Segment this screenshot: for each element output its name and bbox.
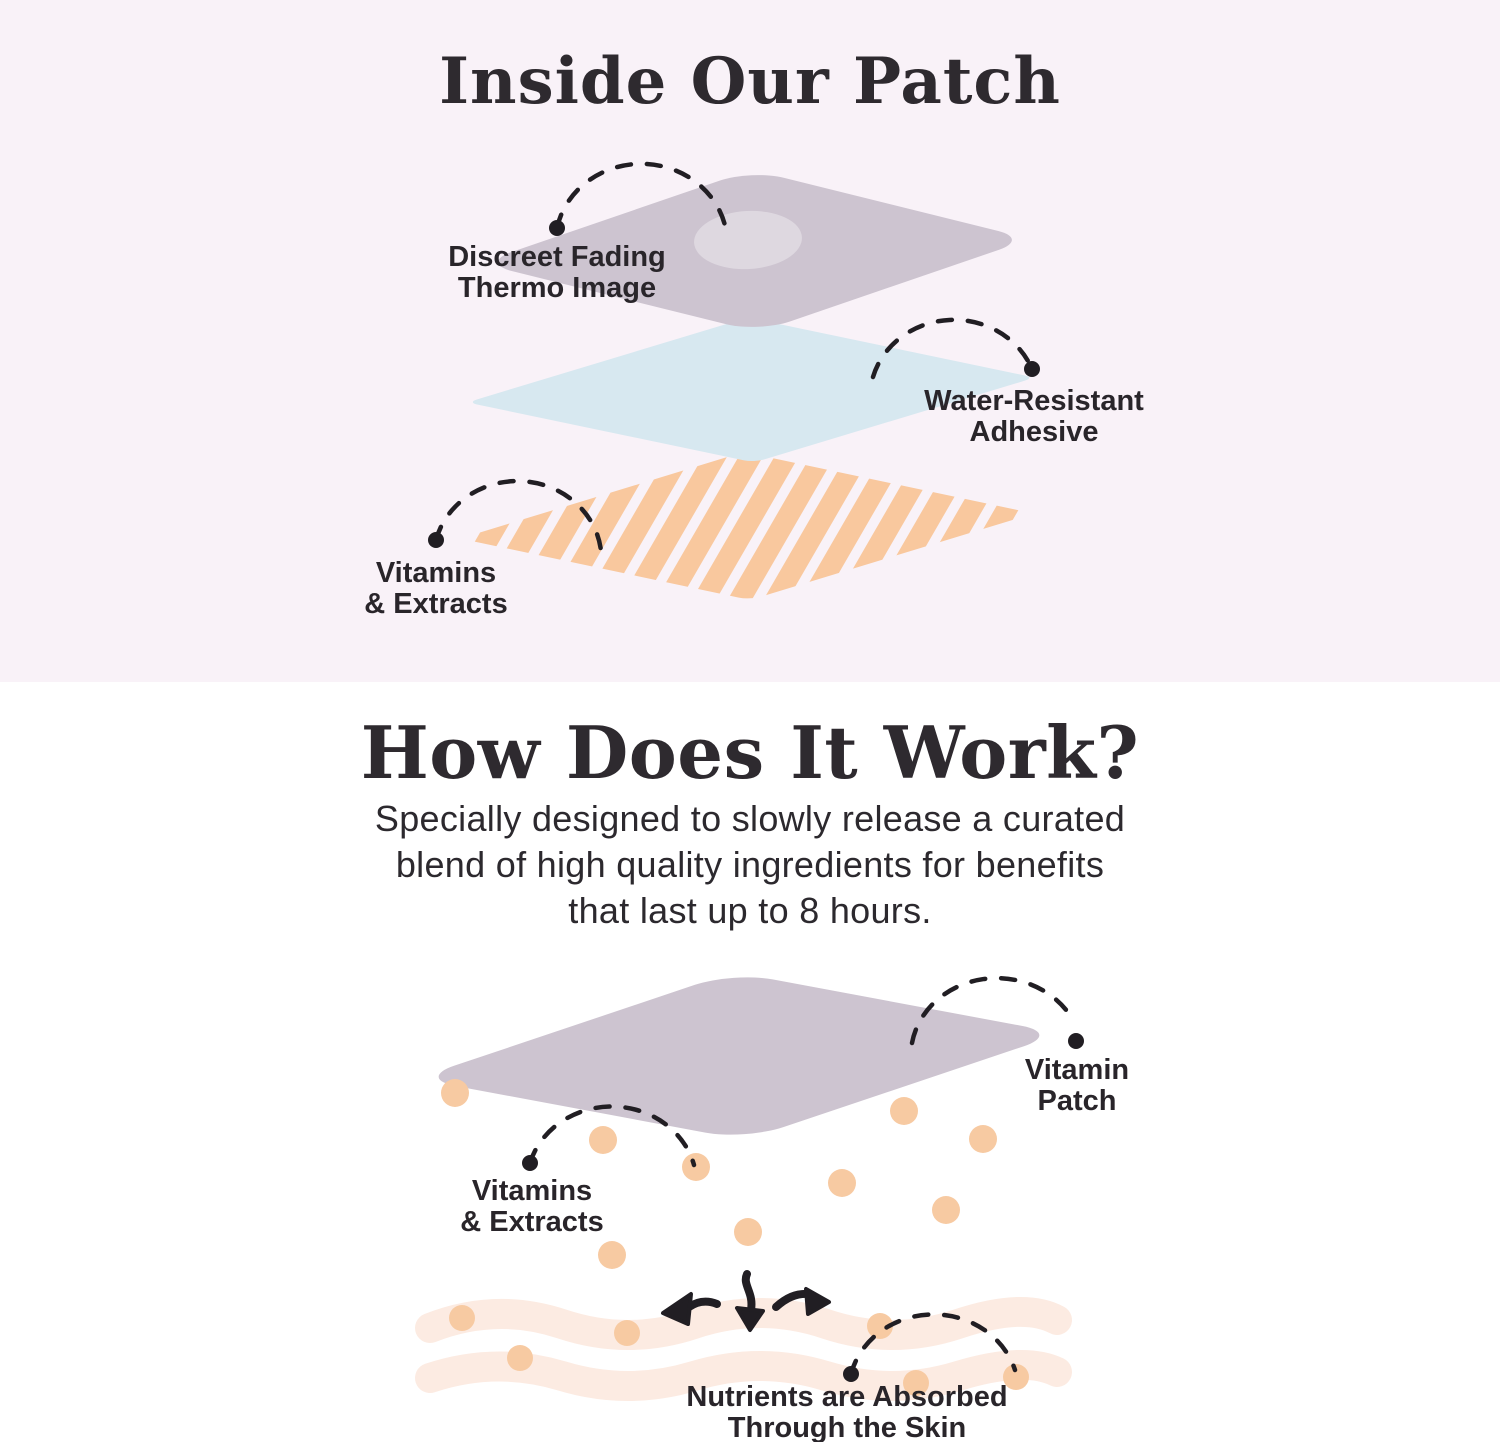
inside-section-title: Inside Our Patch xyxy=(439,44,1061,119)
vitamins-label-line1: Vitamins xyxy=(375,557,497,589)
vitamins-anchor-dot xyxy=(428,532,444,548)
vitamin-patch-label-line1: Vitamin xyxy=(1024,1054,1130,1086)
vitamin-dot xyxy=(682,1153,710,1181)
thermo-image-spot xyxy=(694,210,802,270)
vitamin-patch-shape xyxy=(438,977,1040,1135)
adhesive-label: Water-Resistant Adhesive xyxy=(924,386,1144,448)
absorption-arrows xyxy=(661,1270,831,1332)
vitamin-dot xyxy=(969,1125,997,1153)
nutrients-absorbed-label: Nutrients are Absorbed Through the Skin xyxy=(686,1382,1007,1442)
adhesive-anchor-dot xyxy=(1024,361,1040,377)
inside-our-patch-section: Inside Our Patch Discreet Fading Thermo … xyxy=(0,0,1500,682)
how-section-description: Specially designed to slowly release a c… xyxy=(0,796,1500,934)
vitamin-patch-connector-arc xyxy=(909,975,1076,1046)
thermo-image-label: Discreet Fading Thermo Image xyxy=(448,242,666,304)
vitamins-bottom-label-line2: & Extracts xyxy=(460,1206,604,1238)
how-it-works-section: How Does It Work? Specially designed to … xyxy=(0,682,1500,1442)
skin-wave-2 xyxy=(415,1349,1072,1401)
vitamins-extracts-label-top: Vitamins & Extracts xyxy=(364,558,507,620)
nutrients-anchor-dot xyxy=(843,1366,859,1382)
description-line1: Specially designed to slowly release a c… xyxy=(374,798,1126,839)
vitamin-dot xyxy=(614,1320,640,1346)
vitamins-bottom-label-line1: Vitamins xyxy=(471,1175,593,1207)
water-resistant-adhesive-layer xyxy=(472,319,1030,461)
vitamin-dot xyxy=(589,1126,617,1154)
nutrients-label-line1: Nutrients are Absorbed xyxy=(686,1381,1008,1413)
nutrients-label-line2: Through the Skin xyxy=(727,1412,967,1442)
description-line2: blend of high quality ingredients for be… xyxy=(395,844,1105,885)
vitamin-dot xyxy=(507,1345,533,1371)
vitamins-extracts-layer xyxy=(460,452,1034,600)
thermo-connector-arc xyxy=(554,161,729,233)
how-it-works-diagram xyxy=(415,975,1084,1401)
nutrients-connector-arc xyxy=(848,1312,1018,1377)
thermo-image-label-line2: Thermo Image xyxy=(457,272,657,304)
arrow-left-icon xyxy=(661,1292,693,1326)
adhesive-label-line1: Water-Resistant xyxy=(924,385,1144,417)
vitamins-connector-arc xyxy=(433,478,604,554)
vitamin-dot xyxy=(449,1305,475,1331)
vitamin-dot xyxy=(867,1313,893,1339)
vitamin-dot xyxy=(903,1370,929,1396)
vitamins-bottom-anchor-dot xyxy=(522,1155,538,1171)
adhesive-label-line2: Adhesive xyxy=(969,416,1099,448)
how-section-title: How Does It Work? xyxy=(360,710,1140,795)
arrow-right-icon xyxy=(804,1287,831,1316)
arrow-down-icon xyxy=(735,1306,765,1332)
vitamins-label-line2: & Extracts xyxy=(364,588,508,620)
vitamins-bottom-connector-arc xyxy=(527,1104,697,1168)
vitamin-dots xyxy=(441,1079,1029,1396)
vitamin-dot xyxy=(441,1079,469,1107)
patch-layers-diagram xyxy=(428,161,1040,600)
vitamins-extracts-label-bottom: Vitamins & Extracts xyxy=(460,1176,603,1238)
adhesive-connector-arc xyxy=(870,317,1035,380)
description-line3: that last up to 8 hours. xyxy=(568,890,932,931)
thermo-anchor-dot xyxy=(549,220,565,236)
vitamin-dot xyxy=(1003,1364,1029,1390)
vitamin-patch-label: Vitamin Patch xyxy=(1025,1055,1129,1117)
vitamin-dot xyxy=(828,1169,856,1197)
vitamin-dot xyxy=(598,1241,626,1269)
vitamin-dot xyxy=(734,1218,762,1246)
vitamin-patch-label-line2: Patch xyxy=(1037,1085,1117,1117)
arrow-down-stroke xyxy=(741,1270,756,1314)
vitamin-patch-anchor-dot xyxy=(1068,1033,1084,1049)
thermo-image-label-line1: Discreet Fading xyxy=(448,241,666,273)
vitamin-dot xyxy=(890,1097,918,1125)
vitamin-dot xyxy=(932,1196,960,1224)
